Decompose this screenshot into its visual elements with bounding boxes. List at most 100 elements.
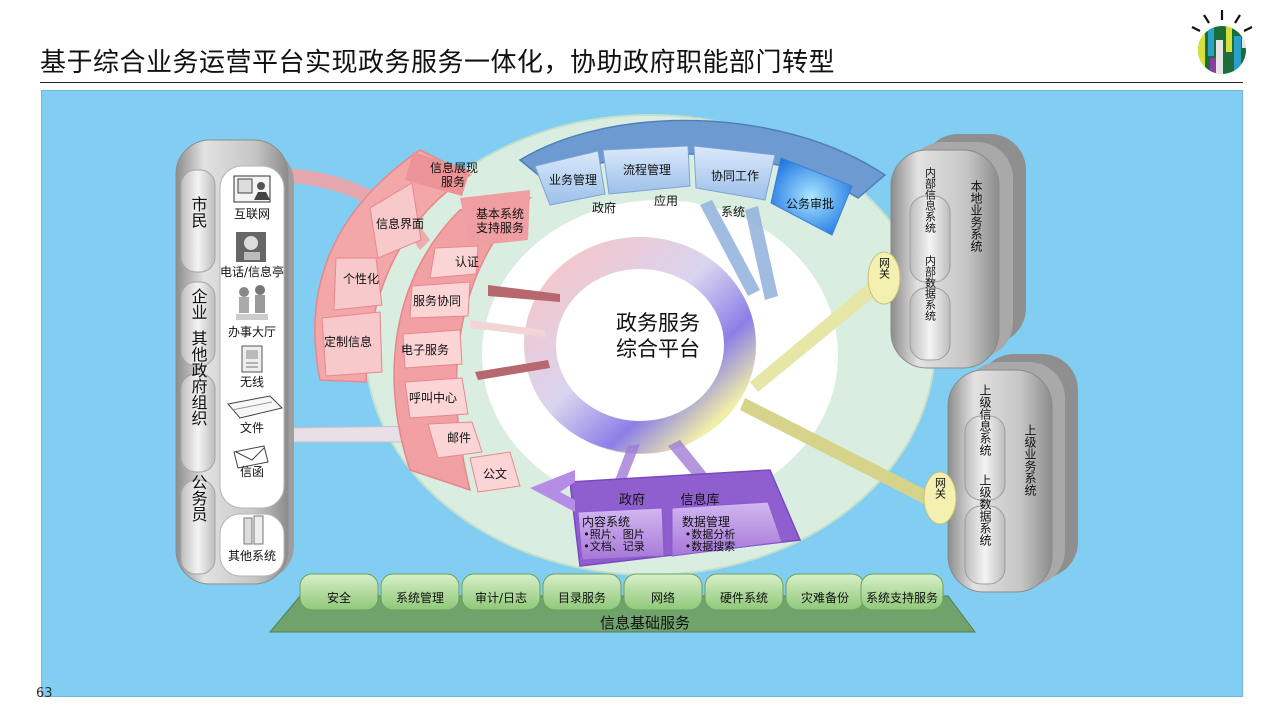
user-citizen-label: 市民 <box>189 196 208 229</box>
inner-item-coordination-label: 服务协同 <box>413 293 461 308</box>
channel-service-hall-label: 办事大厅 <box>228 324 276 339</box>
infra-system-management[interactable] <box>380 573 460 611</box>
infra-system-support[interactable] <box>860 573 944 611</box>
upper-systems-title: 上级业务系统 <box>1023 424 1037 496</box>
title-divider <box>40 82 1243 83</box>
presentation-inner-header <box>460 190 530 246</box>
infra-disaster-backup-label: 灾难备份 <box>801 590 849 605</box>
inner-item-document-label: 公文 <box>483 466 507 481</box>
outer-item-personalization[interactable] <box>333 257 383 311</box>
outer-item-custom-label: 定制信息 <box>324 334 372 349</box>
infra-network[interactable] <box>623 573 703 611</box>
page-number: 63 <box>36 686 53 701</box>
infra-security[interactable] <box>299 573 379 611</box>
inner-item-auth[interactable] <box>429 245 479 279</box>
upper-info-system[interactable] <box>964 415 1006 501</box>
tab-process-management-label: 流程管理 <box>623 162 671 177</box>
core-label-1: 政务服务 <box>616 311 700 335</box>
infra-audit-log-label: 审计/日志 <box>475 590 527 605</box>
data-management-bullet-2: •数据搜索 <box>685 539 736 553</box>
channel-phone-kiosk-icon <box>236 232 266 262</box>
gov-label-application: 应用 <box>654 193 678 208</box>
inner-item-eservice[interactable] <box>402 329 463 369</box>
infra-directory[interactable] <box>542 573 622 611</box>
content-system-title: 内容系统 <box>582 514 630 529</box>
gov-beam-1 <box>700 200 760 296</box>
data-management-title: 数据管理 <box>682 514 730 529</box>
channel-other-system-icon <box>243 515 264 545</box>
core-label-2: 综合平台 <box>616 337 700 361</box>
upper-data-label: 上级数据系统 <box>978 474 992 546</box>
local-internal-data-label: 内部数据系统 <box>924 254 937 321</box>
channel-internet-icon <box>233 175 271 203</box>
tab-collaboration[interactable] <box>693 145 776 201</box>
tab-business-management[interactable] <box>534 150 606 206</box>
local-gateway[interactable] <box>867 251 901 305</box>
infra-hardware-label: 硬件系统 <box>720 591 768 605</box>
inner-item-mail-label: 邮件 <box>447 431 471 445</box>
user-citizen[interactable] <box>180 169 216 273</box>
user-civil-servant-label: 公务员 <box>189 474 208 522</box>
user-civil-servant[interactable] <box>180 479 216 575</box>
local-gateway-beam <box>750 280 880 392</box>
channel-wireless-label: 无线 <box>240 375 264 389</box>
user-enterprise-label: 企业 <box>189 288 208 320</box>
presentation-outer-header-label-1: 信息展现 <box>430 160 478 175</box>
channel-other-system-box[interactable] <box>219 513 285 577</box>
inner-item-mail[interactable] <box>427 421 483 459</box>
infra-hardware[interactable] <box>704 573 784 611</box>
inner-item-document[interactable] <box>469 451 521 493</box>
upper-info-label: 上级信息系统 <box>978 384 992 456</box>
channel-internet-label: 互联网 <box>234 207 270 221</box>
gov-label-system: 系统 <box>721 205 745 219</box>
channel-document-label: 文件 <box>240 420 264 435</box>
presentation-inner-header-label-2: 支持服务 <box>476 220 524 235</box>
content-system-bullet-2: •文档、记录 <box>583 539 645 553</box>
spoke-2 <box>475 360 550 380</box>
gov-label-government: 政府 <box>592 200 616 215</box>
tab-approval-label: 公务审批 <box>786 196 834 211</box>
data-management-bullet-1: •数据分析 <box>685 527 736 541</box>
user-other-gov-label: 其他政府组织 <box>189 330 208 426</box>
content-arrow <box>530 470 575 512</box>
channel-service-hall-icon <box>236 285 268 320</box>
data-management-box[interactable] <box>671 501 783 557</box>
infra-system-support-label: 系统支持服务 <box>866 590 938 605</box>
tab-collaboration-label: 协同工作 <box>711 168 759 183</box>
channel-wireless-icon <box>241 345 263 373</box>
upper-data-system[interactable] <box>964 505 1006 585</box>
user-enterprise[interactable] <box>180 281 216 367</box>
content-system-box[interactable] <box>577 507 665 561</box>
outer-item-interface-label: 信息界面 <box>376 216 424 231</box>
local-internal-data-system[interactable] <box>909 287 951 361</box>
inner-item-coordination[interactable] <box>409 281 471 319</box>
local-internal-info-system[interactable] <box>909 195 951 283</box>
infra-security-label: 安全 <box>327 590 351 605</box>
outer-item-custom[interactable] <box>321 311 383 377</box>
content-header-right: 信息库 <box>680 492 719 508</box>
outer-item-personalization-label: 个性化 <box>343 272 379 286</box>
inner-item-auth-label: 认证 <box>455 255 479 269</box>
tab-business-management-label: 业务管理 <box>549 172 597 187</box>
page-title: 基于综合业务运营平台实现政务服务一体化，协助政府职能部门转型 <box>40 48 836 78</box>
spoke-3 <box>470 320 545 337</box>
upper-gateway[interactable] <box>923 471 957 525</box>
core-center <box>560 273 720 417</box>
inner-item-callcenter[interactable] <box>404 377 469 419</box>
gov-beam-2 <box>745 206 778 300</box>
tab-approval[interactable] <box>770 157 853 236</box>
content-header-left: 政府 <box>619 493 645 508</box>
outer-item-interface[interactable] <box>369 182 422 259</box>
infra-network-label: 网络 <box>651 590 675 605</box>
tab-process-management[interactable] <box>602 145 691 195</box>
upper-gateway-label: 网关 <box>934 477 947 500</box>
channel-document-icon <box>227 395 283 419</box>
user-labels: 市民 企业 其他政府组织 公务员 <box>189 196 208 522</box>
content-system-bullet-1: •照片、图片 <box>583 528 645 541</box>
user-other-gov[interactable] <box>180 373 216 473</box>
presentation-outer-header-label-2: 服务 <box>441 174 465 189</box>
infra-audit-log[interactable] <box>461 573 541 611</box>
spoke-1 <box>488 285 560 302</box>
local-gateway-label: 网关 <box>878 257 891 280</box>
infrastructure-label: 信息基础服务 <box>600 614 690 632</box>
